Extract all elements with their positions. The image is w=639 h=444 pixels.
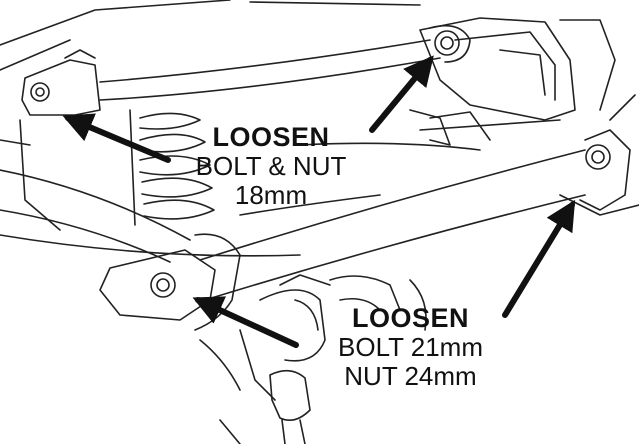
arrow-to-left-bolt [62, 113, 171, 163]
callout-upper-line-1: BOLT & NUT [195, 151, 347, 182]
callout-upper: LOOSEN BOLT & NUT 18mm [176, 122, 366, 210]
arrow-to-lower-arm-bolt [192, 296, 299, 348]
callout-upper-heading: LOOSEN [212, 122, 330, 152]
callout-lower-heading: LOOSEN [351, 303, 469, 333]
upper-link-rod [99, 24, 471, 101]
upper-bracket [409, 17, 616, 146]
coil-spring [129, 109, 215, 226]
lower-control-arm-left [0, 169, 241, 331]
callout-upper-line-2: 18mm [234, 180, 308, 211]
lower-link-arm [199, 94, 639, 301]
callout-lower-line-2: NUT 24mm [344, 361, 477, 392]
callout-lower-line-1: BOLT 21mm [338, 332, 483, 363]
frame-rail-upper [0, 0, 421, 71]
left-bracket [0, 49, 101, 231]
callout-lower: LOOSEN BOLT 21mm NUT 24mm [318, 303, 503, 391]
frame-cross-member [0, 119, 561, 257]
knuckle-assembly [199, 274, 427, 444]
arrow-to-upper-bolt [369, 55, 434, 133]
arrow-to-right-bolt [502, 199, 576, 318]
